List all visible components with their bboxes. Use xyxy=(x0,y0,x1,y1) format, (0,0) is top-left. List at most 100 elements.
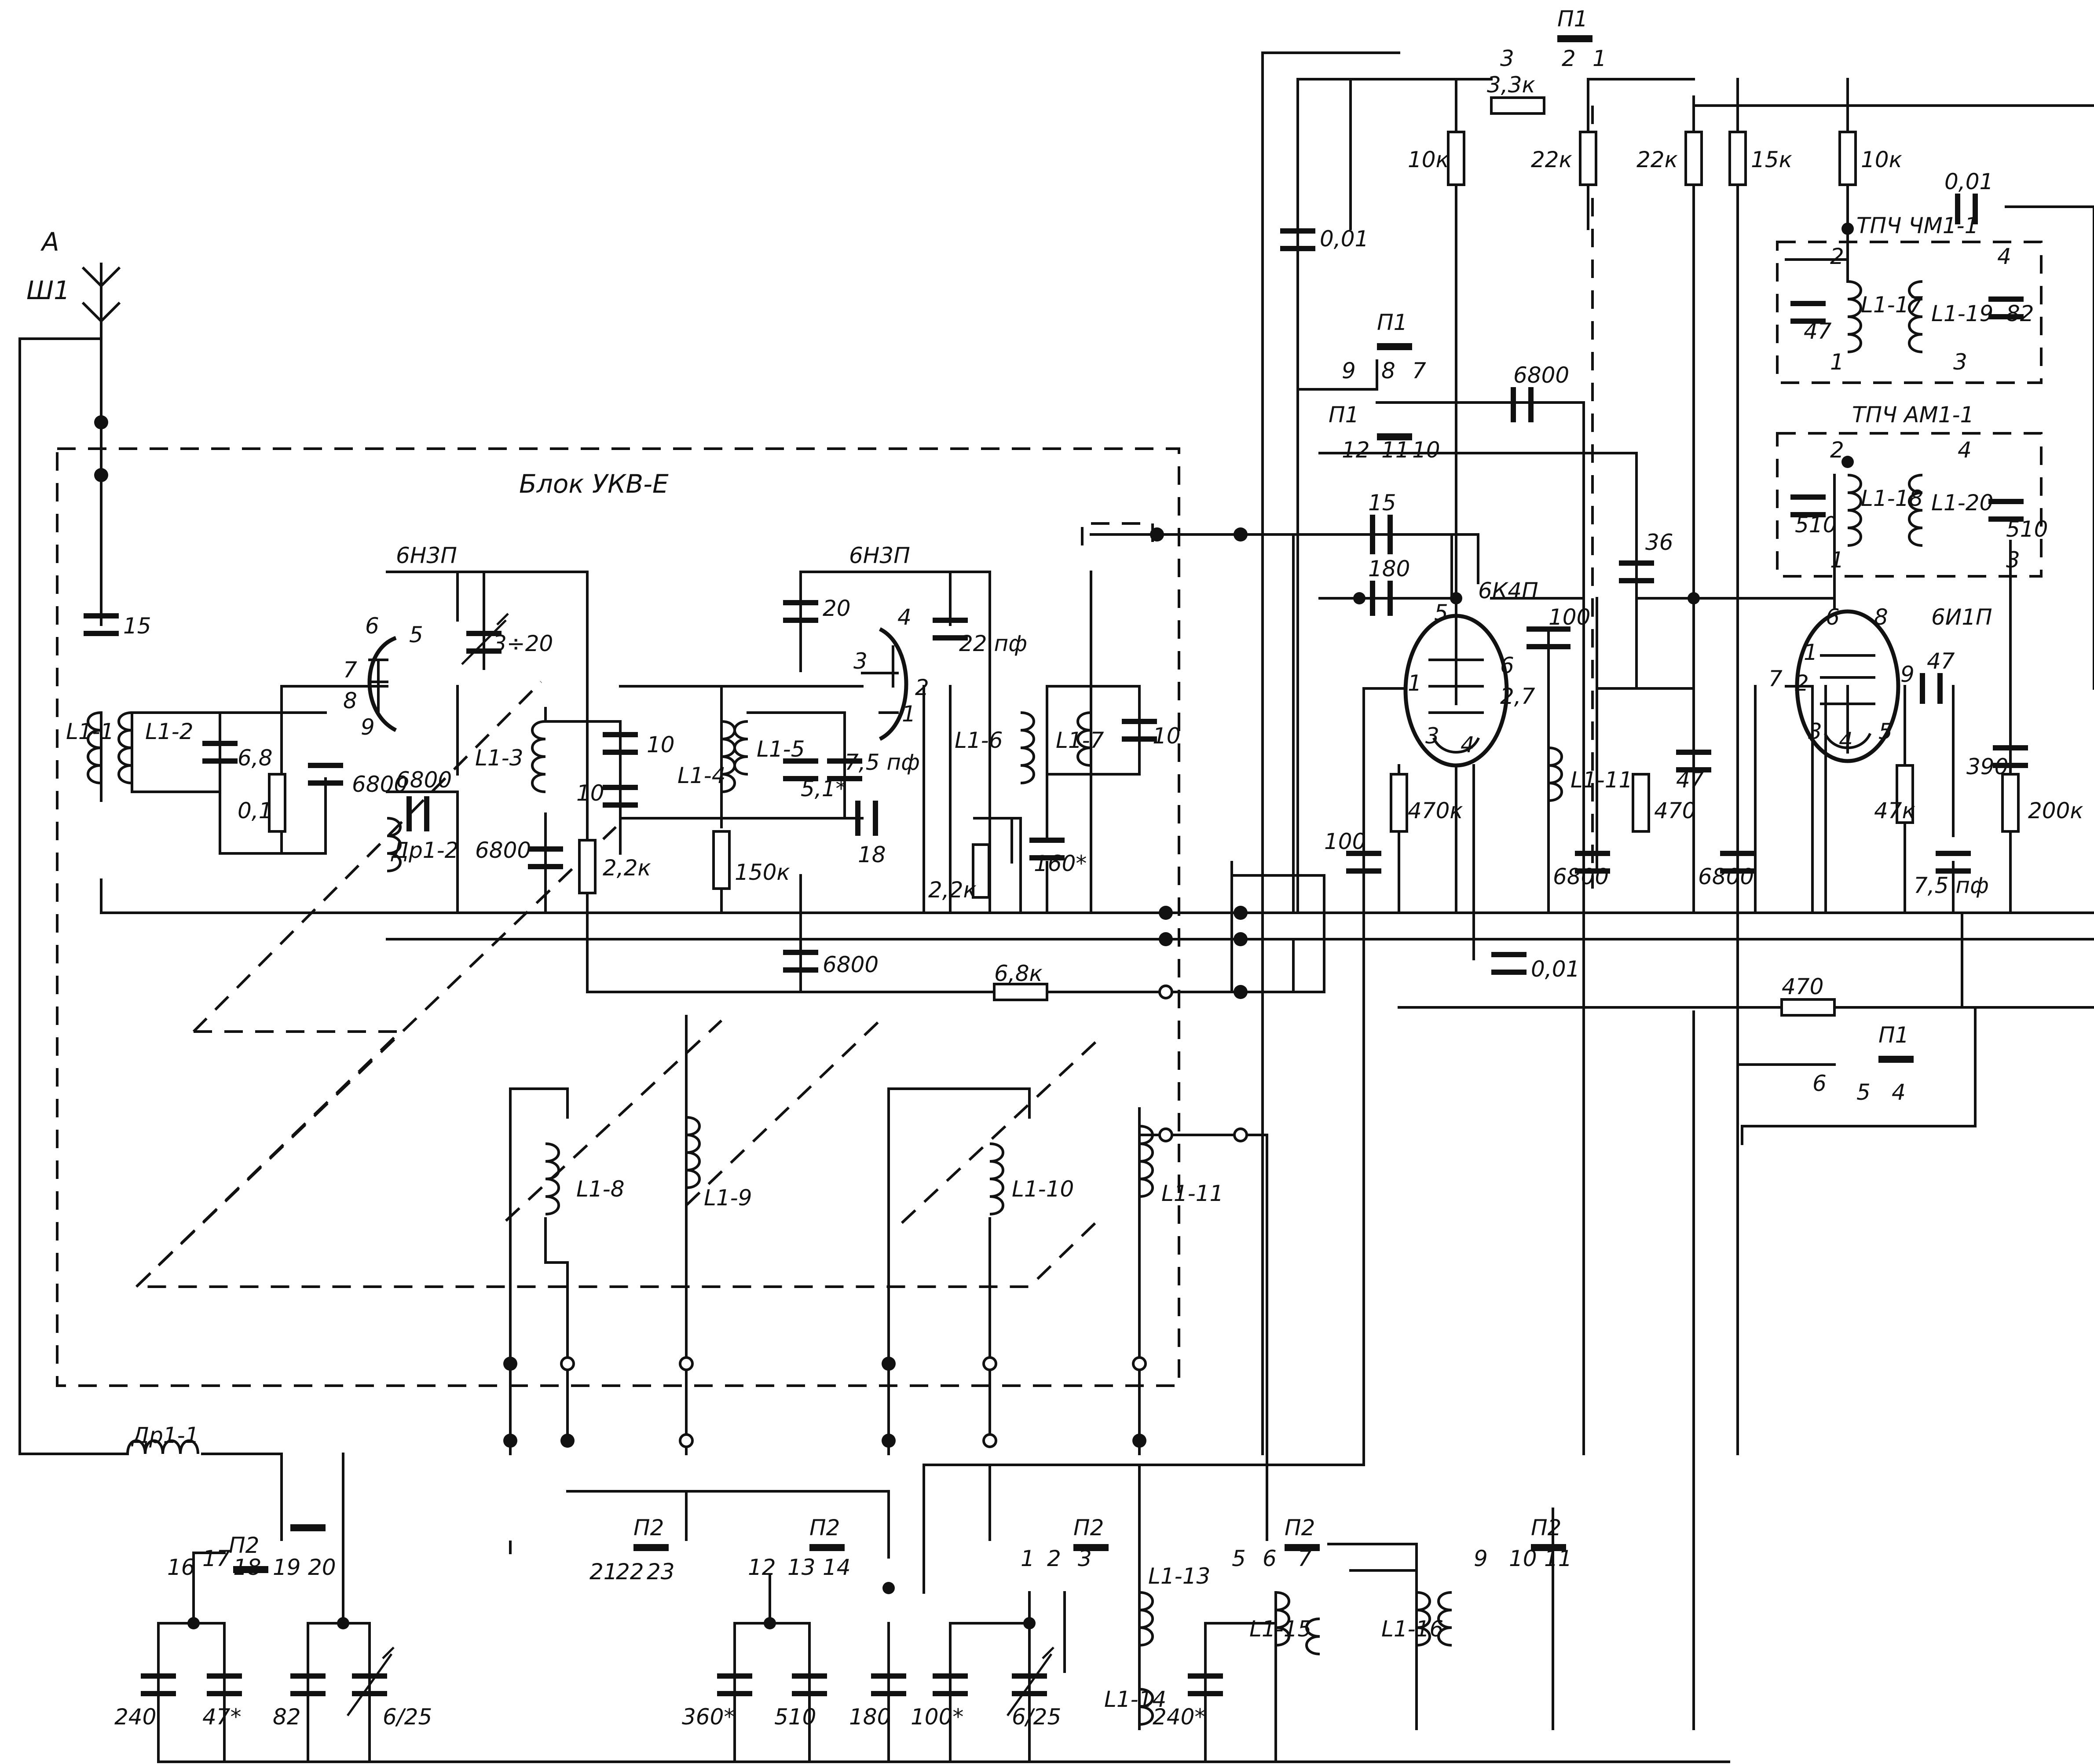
svg-text:7,5 пф: 7,5 пф xyxy=(845,750,920,775)
capacitor-10c xyxy=(1122,719,1157,742)
pin-label: 7 xyxy=(343,657,357,683)
trimmer-6-25a xyxy=(346,1647,395,1716)
svg-text:3÷20: 3÷20 xyxy=(493,631,553,656)
pin-label: 4 xyxy=(1461,732,1475,758)
labels: Блок УКВ-Е A Ш1 6Н3П 6Н3П 6К4П 6И1П 6 5 … xyxy=(26,6,2083,1730)
svg-text:390: 390 xyxy=(1966,754,2008,780)
capacitor-6800g xyxy=(1720,851,1755,874)
tube-label: 6Н3П xyxy=(849,543,910,568)
svg-text:12: 12 xyxy=(1342,437,1370,463)
capacitor-0-01a xyxy=(1280,228,1315,251)
svg-text:20: 20 xyxy=(308,1555,336,1580)
coil-l1-4 xyxy=(721,720,736,793)
coil-label: L1-10 xyxy=(1012,1176,1074,1202)
resistor-470k xyxy=(1390,773,1408,833)
resistor-200k xyxy=(2001,773,2020,833)
capacitor-390 xyxy=(1993,745,2028,768)
coil-l1-2 xyxy=(117,711,132,784)
capacitor-10b xyxy=(603,785,638,808)
svg-text:180: 180 xyxy=(849,1704,891,1730)
svg-text:0,01: 0,01 xyxy=(1531,956,1580,982)
coil-l1-6 xyxy=(1020,711,1035,784)
svg-text:23: 23 xyxy=(647,1559,675,1585)
resistor-150k xyxy=(712,830,731,890)
capacitor-6-8 xyxy=(202,741,238,764)
svg-text:6800: 6800 xyxy=(352,772,408,797)
coil-l1-18 xyxy=(1847,474,1862,547)
pin-label: 6 xyxy=(1826,604,1840,630)
coil-label: L1-17 xyxy=(1861,292,1923,318)
svg-text:1: 1 xyxy=(1592,46,1607,71)
pin-label: 2 xyxy=(1795,670,1809,696)
svg-text:2: 2 xyxy=(1562,46,1576,71)
pin-label: 1 xyxy=(1408,670,1422,696)
coil-l1-7 xyxy=(1076,711,1091,767)
svg-text:6800: 6800 xyxy=(1553,864,1609,889)
trimmer-6-25b xyxy=(1006,1647,1054,1716)
svg-text:1: 1 xyxy=(1021,1546,1035,1571)
svg-text:9: 9 xyxy=(1474,1546,1488,1571)
svg-text:16: 16 xyxy=(167,1555,195,1580)
coil-label: L1-6 xyxy=(955,728,1003,753)
coil-label: L1-2 xyxy=(145,719,194,744)
svg-text:47: 47 xyxy=(1804,318,1832,344)
wiring xyxy=(18,51,2094,1763)
switch-label: П2 xyxy=(1285,1515,1315,1541)
resistor-2-2k-b xyxy=(972,843,990,899)
pin-label: 9 xyxy=(1900,662,1915,687)
switch-label: П2 xyxy=(809,1515,840,1541)
svg-text:18: 18 xyxy=(858,842,886,867)
svg-text:5: 5 xyxy=(1232,1546,1246,1571)
capacitor-510b xyxy=(1988,499,2024,522)
svg-text:5: 5 xyxy=(1856,1080,1871,1105)
tube-label: 6К4П xyxy=(1478,578,1538,604)
block-label: Блок УКВ-Е xyxy=(519,469,669,499)
svg-text:6800: 6800 xyxy=(1698,864,1754,889)
svg-text:3,3к: 3,3к xyxy=(1487,72,1535,98)
svg-text:14: 14 xyxy=(823,1555,851,1580)
resistor-470b xyxy=(1780,998,1836,1017)
svg-text:11: 11 xyxy=(1381,437,1409,463)
capacitors xyxy=(84,194,2028,1716)
capacitor-6800c xyxy=(528,846,563,869)
coil-l1-14 xyxy=(1139,1688,1154,1726)
svg-text:2,2к: 2,2к xyxy=(603,855,651,881)
tube-6k4p xyxy=(1403,614,1509,768)
svg-text:2: 2 xyxy=(1047,1546,1061,1571)
svg-text:1: 1 xyxy=(1830,547,1844,573)
resistor-0-1 xyxy=(268,773,286,833)
coil-l1-10 xyxy=(989,1142,1004,1215)
capacitor-6800d xyxy=(783,950,818,973)
ukv-block-outline xyxy=(56,106,2043,1387)
coil-label: L1-7 xyxy=(1056,728,1104,753)
svg-text:2: 2 xyxy=(1830,244,1844,269)
coil-l1-8 xyxy=(545,1142,560,1215)
svg-text:2,2к: 2,2к xyxy=(928,877,977,903)
capacitor-c-ant xyxy=(84,613,119,636)
svg-text:100*: 100* xyxy=(911,1704,963,1730)
svg-text:6800: 6800 xyxy=(475,838,531,863)
resistor-10k-a xyxy=(1447,131,1465,186)
svg-text:200к: 200к xyxy=(2028,798,2083,823)
coil-l1-15b xyxy=(1305,1618,1320,1655)
coil-l1-19 xyxy=(1908,280,1923,353)
svg-text:470: 470 xyxy=(1654,798,1696,823)
svg-text:0,01: 0,01 xyxy=(1944,169,1993,194)
resistor-470a xyxy=(1632,773,1650,833)
capacitor-160 xyxy=(1029,838,1065,860)
svg-text:360*: 360* xyxy=(682,1704,735,1730)
capacitor-7-5a xyxy=(827,758,862,781)
coil-l1-16b xyxy=(1437,1591,1452,1647)
svg-text:10к: 10к xyxy=(1861,147,1902,172)
resistor-6-8k xyxy=(993,983,1048,1001)
tube-6n3p-1 xyxy=(367,636,397,732)
capacitor-7-5b xyxy=(1936,851,1971,874)
pin-label: 8 xyxy=(1874,604,1888,630)
svg-text:20: 20 xyxy=(823,596,851,621)
svg-text:180: 180 xyxy=(1368,556,1410,582)
resistors xyxy=(268,96,2020,1017)
coil-label: L1-16 xyxy=(1381,1616,1443,1642)
antenna-icon xyxy=(81,263,121,340)
coil-label: L1-3 xyxy=(475,745,524,771)
coil-l1-13 xyxy=(1139,1591,1154,1647)
